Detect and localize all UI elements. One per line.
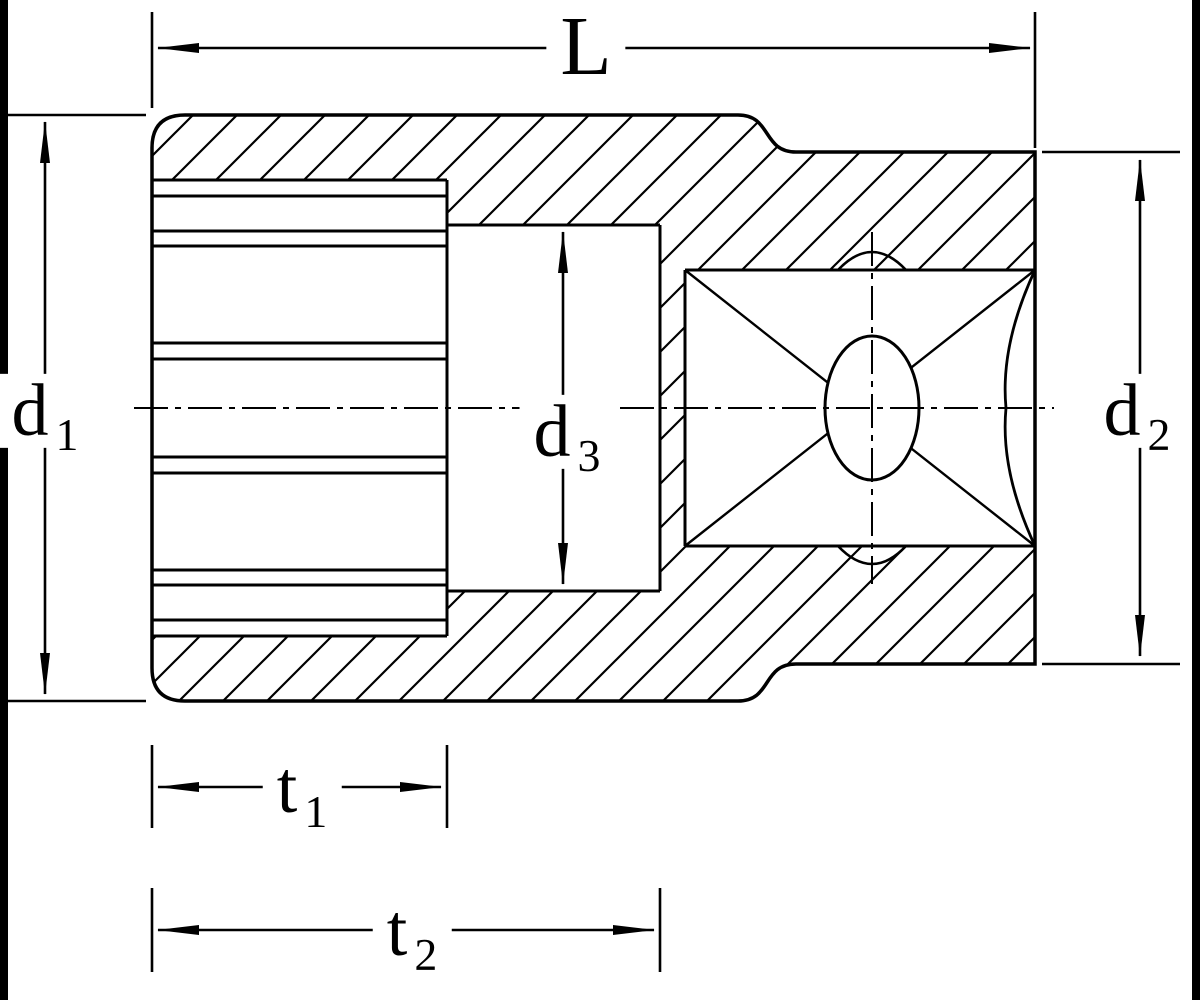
scan-edge-left-bar xyxy=(0,0,8,1000)
scan-edge-right-bar xyxy=(1192,0,1200,1000)
bore-outline xyxy=(447,223,662,593)
dim-label-t2-base: t xyxy=(386,889,408,972)
dim-label-d1-base: d xyxy=(11,369,49,452)
dim-label-L: L xyxy=(546,5,626,89)
dim-t1-extension-lines xyxy=(150,745,449,828)
drive-corner-concave-arcs xyxy=(1003,269,1037,547)
dim-label-d2-base: d xyxy=(1103,369,1141,452)
dim-label-t1-sub: 1 xyxy=(304,785,328,837)
dim-label-d3-base: d xyxy=(533,390,571,473)
dim-label-d1-sub: 1 xyxy=(55,408,79,460)
dim-L-extension-lines xyxy=(150,12,1037,148)
dim-label-d2-sub: 2 xyxy=(1147,408,1171,460)
dim-d1-extension-lines xyxy=(8,113,146,703)
dim-d2-extension-lines xyxy=(1042,150,1180,666)
serration-lines xyxy=(152,178,449,638)
dim-label-t1-base: t xyxy=(276,746,298,829)
body-outline xyxy=(150,113,1037,703)
dim-label-d3-sub: 3 xyxy=(577,429,601,481)
dim-label-L-base: L xyxy=(560,0,612,94)
dim-label-t2-sub: 2 xyxy=(414,928,438,980)
dim-t2-extension-lines xyxy=(150,888,662,972)
